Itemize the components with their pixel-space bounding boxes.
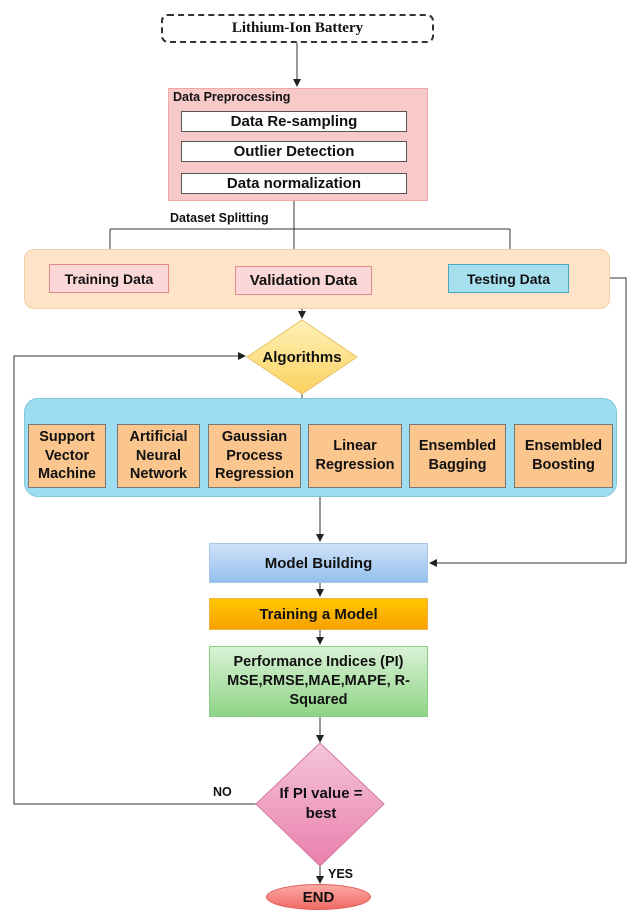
algorithm-text: Vector — [44, 447, 90, 464]
algorithm-text: Neural — [135, 447, 182, 464]
no-branch-label: NO — [213, 785, 232, 799]
lithium-ion-battery-node: Lithium-Ion Battery — [161, 14, 434, 43]
testing-data-node: Testing Data — [448, 264, 569, 293]
algorithms-label: Algorithms — [262, 348, 342, 366]
arrow-no-loop-to-algorithms — [13, 352, 256, 805]
algorithm-text: Linear — [333, 438, 377, 455]
performance-text: Squared — [289, 691, 348, 708]
decision-label: If PI value = best — [257, 784, 385, 823]
model-building-node: Model Building — [209, 543, 428, 583]
step-data-resampling: Data Re-sampling — [181, 111, 407, 132]
training-data-node: Training Data — [49, 264, 169, 293]
validation-data-node: Validation Data — [235, 266, 372, 295]
dataset-splitting-label: Dataset Splitting — [170, 211, 269, 225]
algorithm-text: Network — [129, 466, 188, 483]
performance-text: Performance Indices (PI) — [233, 654, 404, 671]
performance-text: MSE,RMSE,MAE,MAPE, R- — [227, 673, 410, 690]
preprocessing-title: Data Preprocessing — [173, 90, 291, 104]
decision-diamond — [255, 742, 385, 867]
algorithm-text: Regression — [315, 457, 395, 473]
algorithm-text: Ensembled — [418, 438, 497, 455]
algorithm-text: Support — [39, 428, 95, 445]
step-data-normalization: Data normalization — [181, 173, 407, 194]
training-model-node: Training a Model — [209, 598, 428, 630]
algorithm-text: Bagging — [428, 457, 487, 473]
step-outlier-detection: Outlier Detection — [181, 141, 407, 162]
algorithms-diamond — [246, 319, 358, 395]
decision-text: If PI value = — [279, 785, 363, 802]
algorithm-text: Boosting — [532, 457, 595, 473]
end-node: END — [266, 884, 371, 910]
algorithm-text: Gaussian — [221, 428, 288, 445]
algorithm-text: Ensembled — [524, 438, 603, 455]
algorithm-text: Regression — [215, 466, 294, 483]
decision-text: best — [305, 804, 337, 822]
algorithm-text: Artificial — [129, 428, 188, 445]
performance-indices-node: Performance Indices (PI) MSE,RMSE,MAE,MAP… — [209, 646, 428, 717]
algorithm-text: Process — [226, 447, 283, 464]
yes-branch-label: YES — [328, 867, 354, 881]
algorithm-text: Machine — [37, 466, 96, 483]
